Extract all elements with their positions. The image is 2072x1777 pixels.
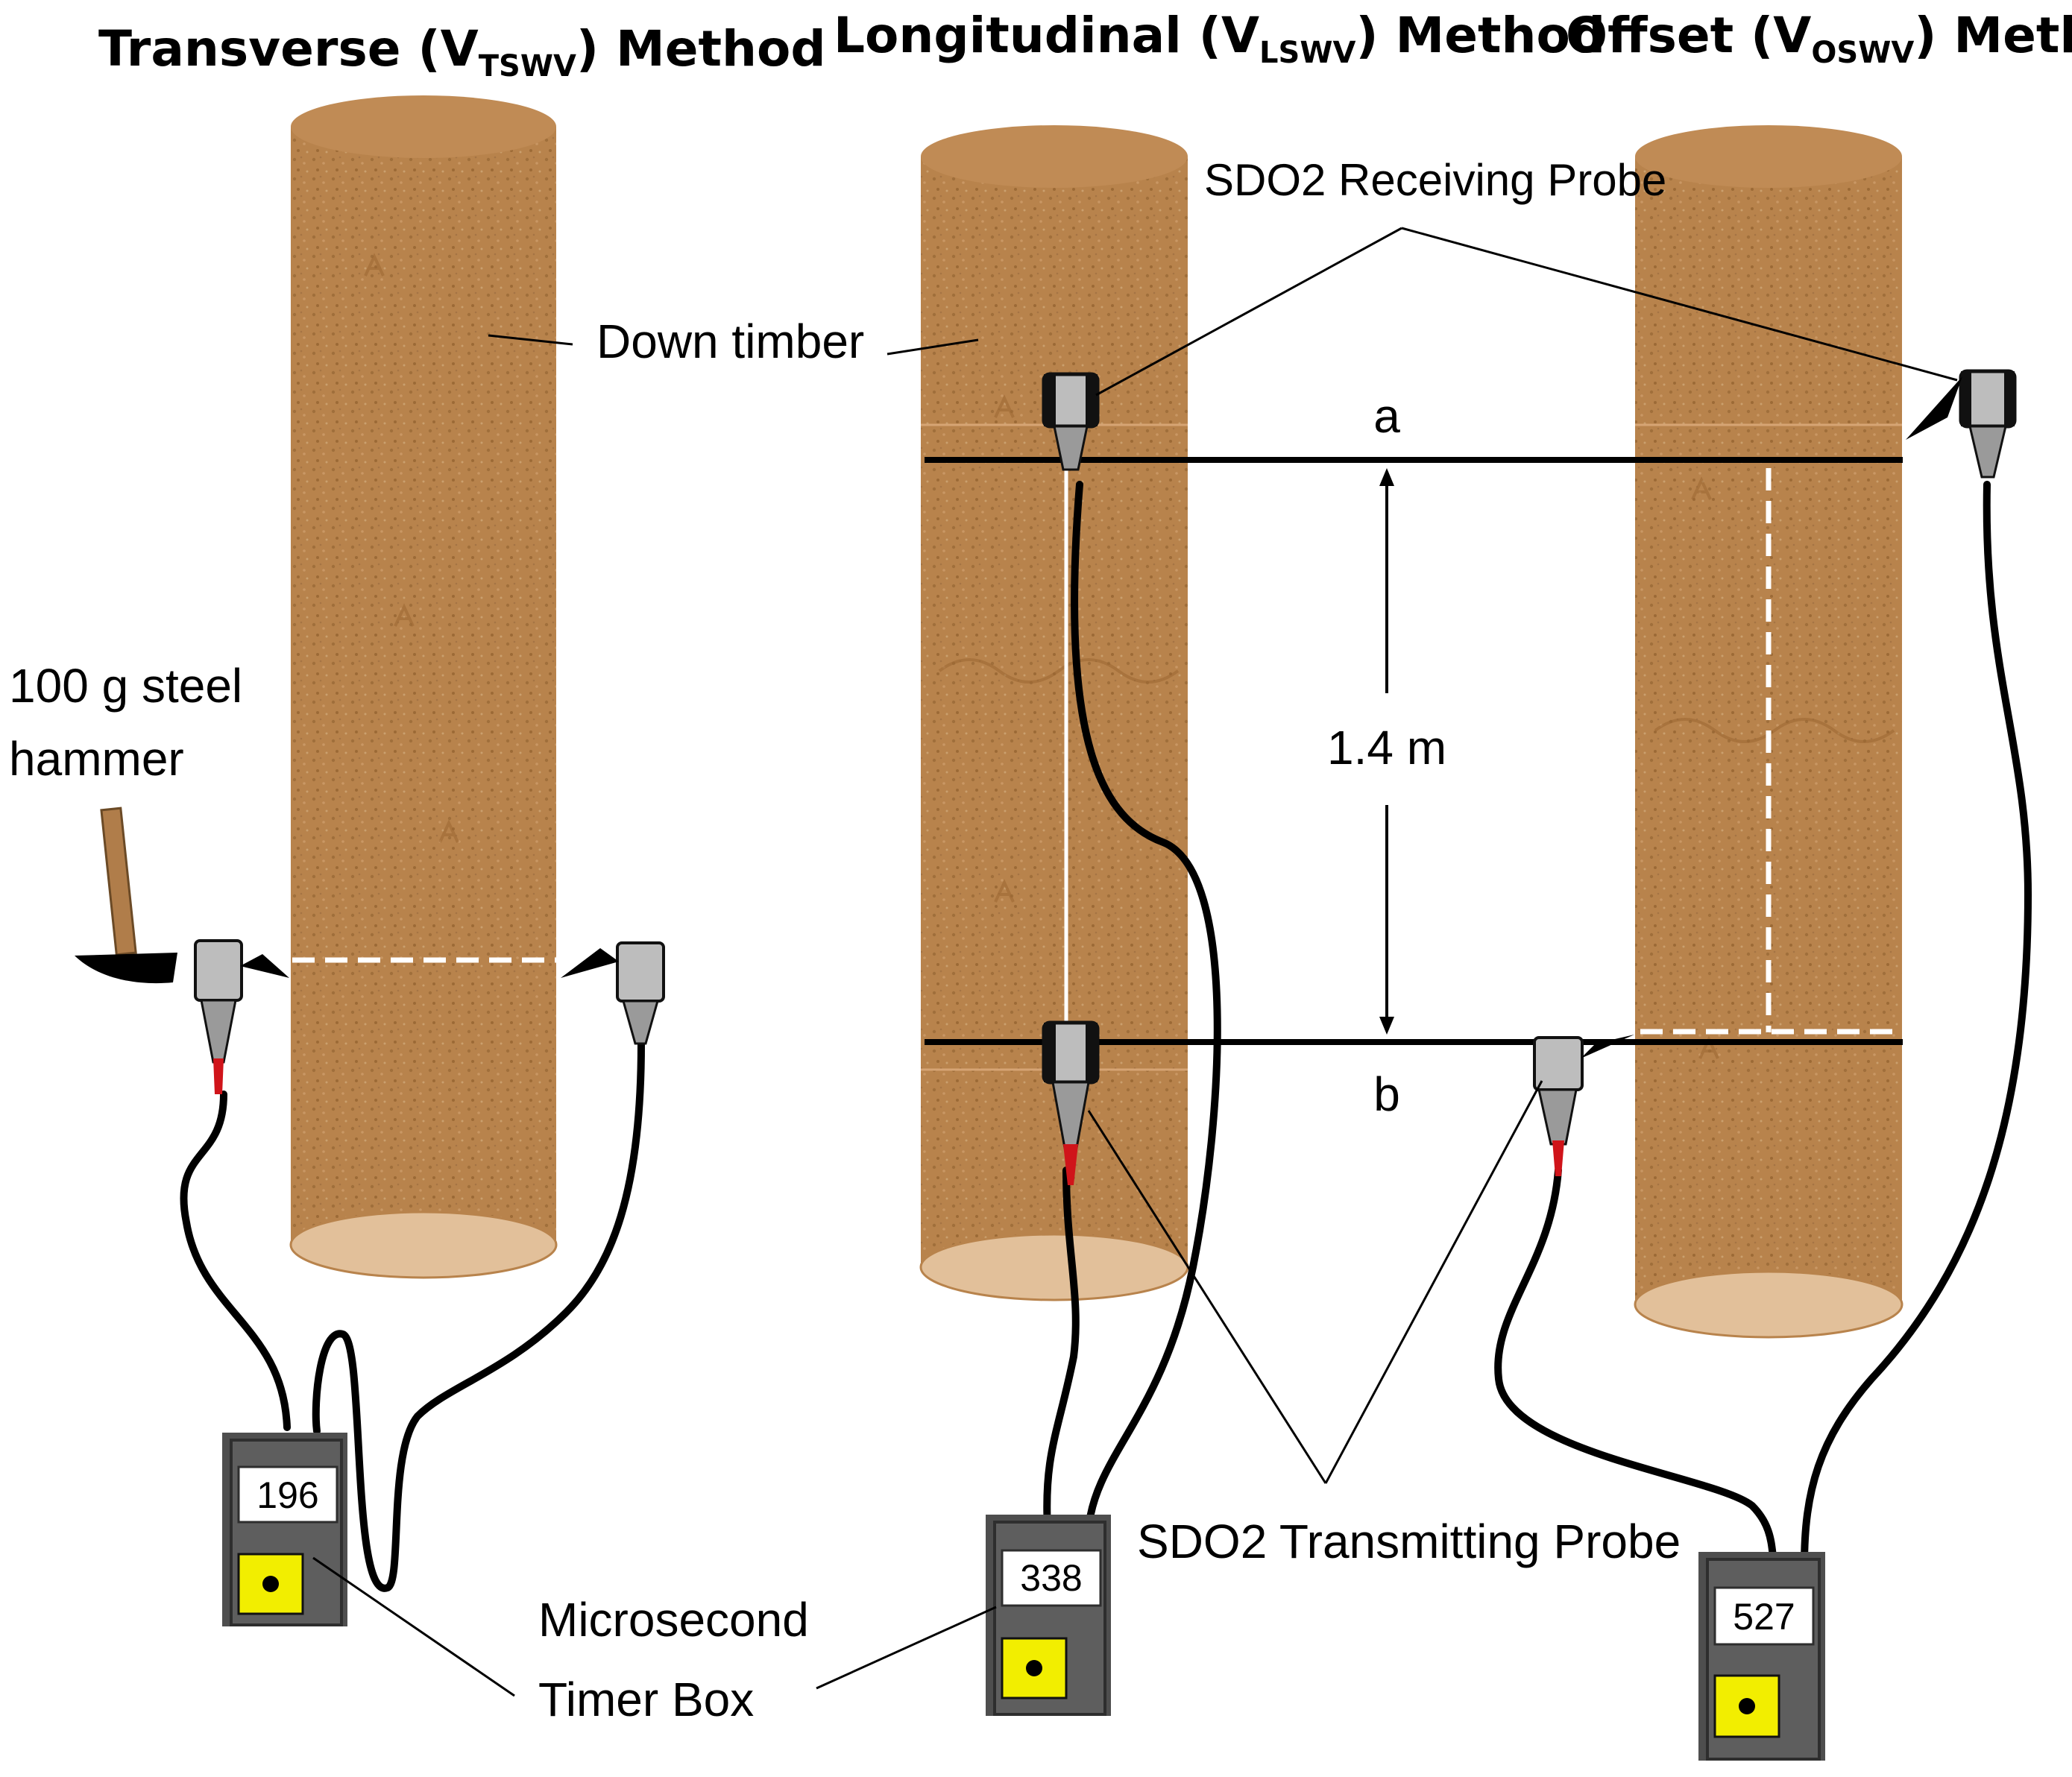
cable-longitudinal-receiver (1071, 481, 1221, 1532)
leader-lines (312, 227, 1958, 1697)
timber-log-transverse (289, 95, 558, 1279)
label-point-b: b (1373, 1067, 1400, 1121)
label-distance: 1.4 m (1327, 721, 1446, 774)
title-transverse: Transverse (VTSWV) Method (98, 20, 826, 83)
probe-longitudinal-receiver (1042, 372, 1100, 471)
timer-display-longitudinal (1001, 1549, 1102, 1607)
timer-display-transverse (237, 1465, 338, 1524)
title-offset: Offset (VOSWV) Method (1566, 7, 2072, 70)
label-receiving-probe: SDO2 Receiving Probe (1204, 155, 1666, 205)
label-down-timber: Down timber (596, 315, 864, 368)
timer-display-offset (1713, 1586, 1815, 1646)
timer-value-longitudinal: 338 (1020, 1557, 1082, 1599)
title-longitudinal: Longitudinal (VLSWV) Method (834, 7, 1605, 70)
cable-transverse-2 (312, 1040, 645, 1592)
probe-offset-transmitter (1533, 1035, 1634, 1176)
timer-value-transverse: 196 (256, 1474, 318, 1516)
cable-offset-receiver (1801, 481, 2032, 1569)
cables (180, 481, 2032, 1592)
probe-offset-receiver (1906, 369, 2017, 479)
timer-box-offset: 527 (1698, 1552, 1825, 1761)
timer-value-offset: 527 (1733, 1596, 1795, 1638)
cable-offset-transmitter (1494, 1167, 1778, 1569)
distance-arrow (1379, 468, 1394, 1035)
timber-marks (364, 253, 1895, 1059)
label-transmitting-probe: SDO2 Transmitting Probe (1137, 1515, 1681, 1568)
label-timer-line2: Timer Box (538, 1673, 754, 1726)
label-hammer-line1: 100 g steel (9, 659, 242, 713)
probe-transverse-receiver (561, 941, 665, 1045)
timber-log-longitudinal (919, 125, 1189, 1301)
probe-longitudinal-transmitter (1042, 1020, 1100, 1185)
label-point-a: a (1373, 389, 1400, 443)
cable-transverse-1 (180, 1090, 291, 1431)
label-timer-line1: Microsecond (538, 1593, 809, 1647)
timer-box-transverse: 196 (222, 1433, 347, 1626)
timer-box-longitudinal: 338 (986, 1515, 1111, 1716)
timber-log-offset (1634, 125, 1903, 1339)
cable-longitudinal-transmitter (1043, 1167, 1080, 1532)
probe-transverse-transmitter (194, 939, 289, 1094)
hammer-icon (75, 807, 177, 984)
label-hammer-line2: hammer (9, 732, 184, 786)
